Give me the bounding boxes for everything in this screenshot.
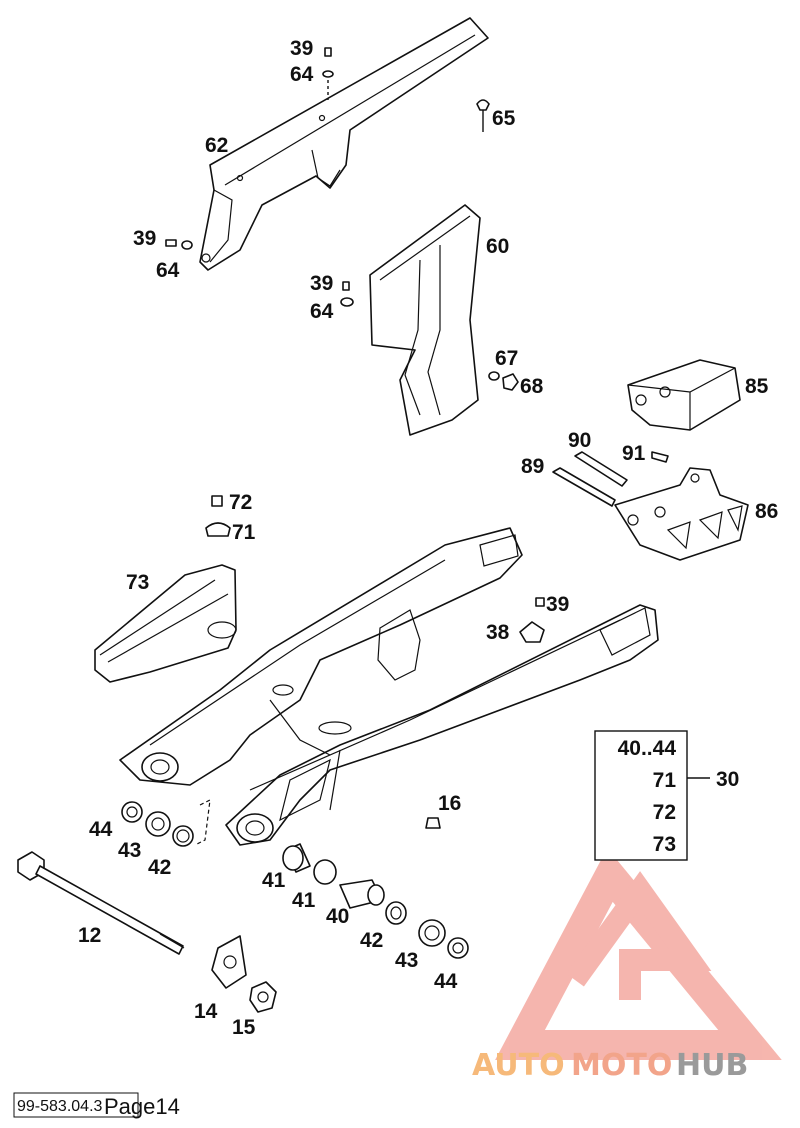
callout-41: 41 <box>292 889 316 912</box>
chain-guide-85 <box>627 359 741 431</box>
document-code: 99-583.04.3 <box>17 1098 103 1115</box>
kit-row: 73 <box>653 833 676 856</box>
right-bearing-set <box>282 843 469 959</box>
callout-39: 39 <box>310 272 333 295</box>
kit-number: 30 <box>716 768 739 791</box>
callout-73: 73 <box>126 571 149 594</box>
chain-guide-bolts <box>552 451 669 507</box>
callout-62: 62 <box>205 134 228 157</box>
kit-row: 40..44 <box>618 737 677 760</box>
footer: 99-583.04.3 Page14 <box>13 1092 180 1119</box>
callout-64: 64 <box>290 63 314 86</box>
callout-44: 44 <box>434 970 458 993</box>
kit-box: 40..44 71 72 73 30 <box>594 730 739 861</box>
callout-67: 67 <box>495 347 518 370</box>
callout-89: 89 <box>521 455 544 478</box>
callout-14: 14 <box>194 1000 218 1023</box>
callout-39: 39 <box>290 37 313 60</box>
callout-43: 43 <box>118 839 141 862</box>
swingarm-axle-12 <box>17 851 185 955</box>
callout-85: 85 <box>745 375 769 398</box>
callout-72: 72 <box>229 491 252 514</box>
svg-text:MOTO: MOTO <box>571 1048 672 1083</box>
axle-nut-15 <box>249 981 277 1013</box>
callout-90: 90 <box>568 429 591 452</box>
callout-12: 12 <box>78 924 101 947</box>
callout-60: 60 <box>486 235 509 258</box>
kit-row: 72 <box>653 801 676 824</box>
callout-68: 68 <box>520 375 544 398</box>
callout-43: 43 <box>395 949 418 972</box>
callout-16: 16 <box>438 792 461 815</box>
chain-guide-bracket-86 <box>614 467 749 561</box>
svg-text:AUTO: AUTO <box>472 1048 565 1083</box>
callout-71: 71 <box>232 521 256 544</box>
plug-16 <box>425 817 441 829</box>
watermark-logo <box>495 848 782 1060</box>
chain-slider-60 <box>369 204 481 436</box>
top-fasteners <box>165 47 519 391</box>
left-bearing-set <box>121 798 211 847</box>
callout-44: 44 <box>89 818 113 841</box>
callout-39: 39 <box>546 593 569 616</box>
page-label: Page14 <box>104 1094 180 1119</box>
watermark-text: AUTO MOTO HUB <box>472 1048 748 1083</box>
callout-38: 38 <box>486 621 510 644</box>
callout-64: 64 <box>156 259 180 282</box>
callout-86: 86 <box>755 500 778 523</box>
stop-38 <box>519 597 545 643</box>
chain-guard-62 <box>199 17 489 271</box>
callout-15: 15 <box>232 1016 256 1039</box>
swingarm-guard-73 <box>94 495 237 683</box>
callout-40: 40 <box>326 905 349 928</box>
callout-39: 39 <box>133 227 156 250</box>
callout-41: 41 <box>262 869 286 892</box>
kit-row: 71 <box>653 769 677 792</box>
callout-64: 64 <box>310 300 334 323</box>
callout-42: 42 <box>148 856 171 879</box>
swingarm <box>119 527 659 846</box>
svg-text:HUB: HUB <box>676 1048 748 1083</box>
axle-plate-14 <box>211 935 247 989</box>
callout-91: 91 <box>622 442 646 465</box>
callout-65: 65 <box>492 107 516 130</box>
callout-42: 42 <box>360 929 383 952</box>
